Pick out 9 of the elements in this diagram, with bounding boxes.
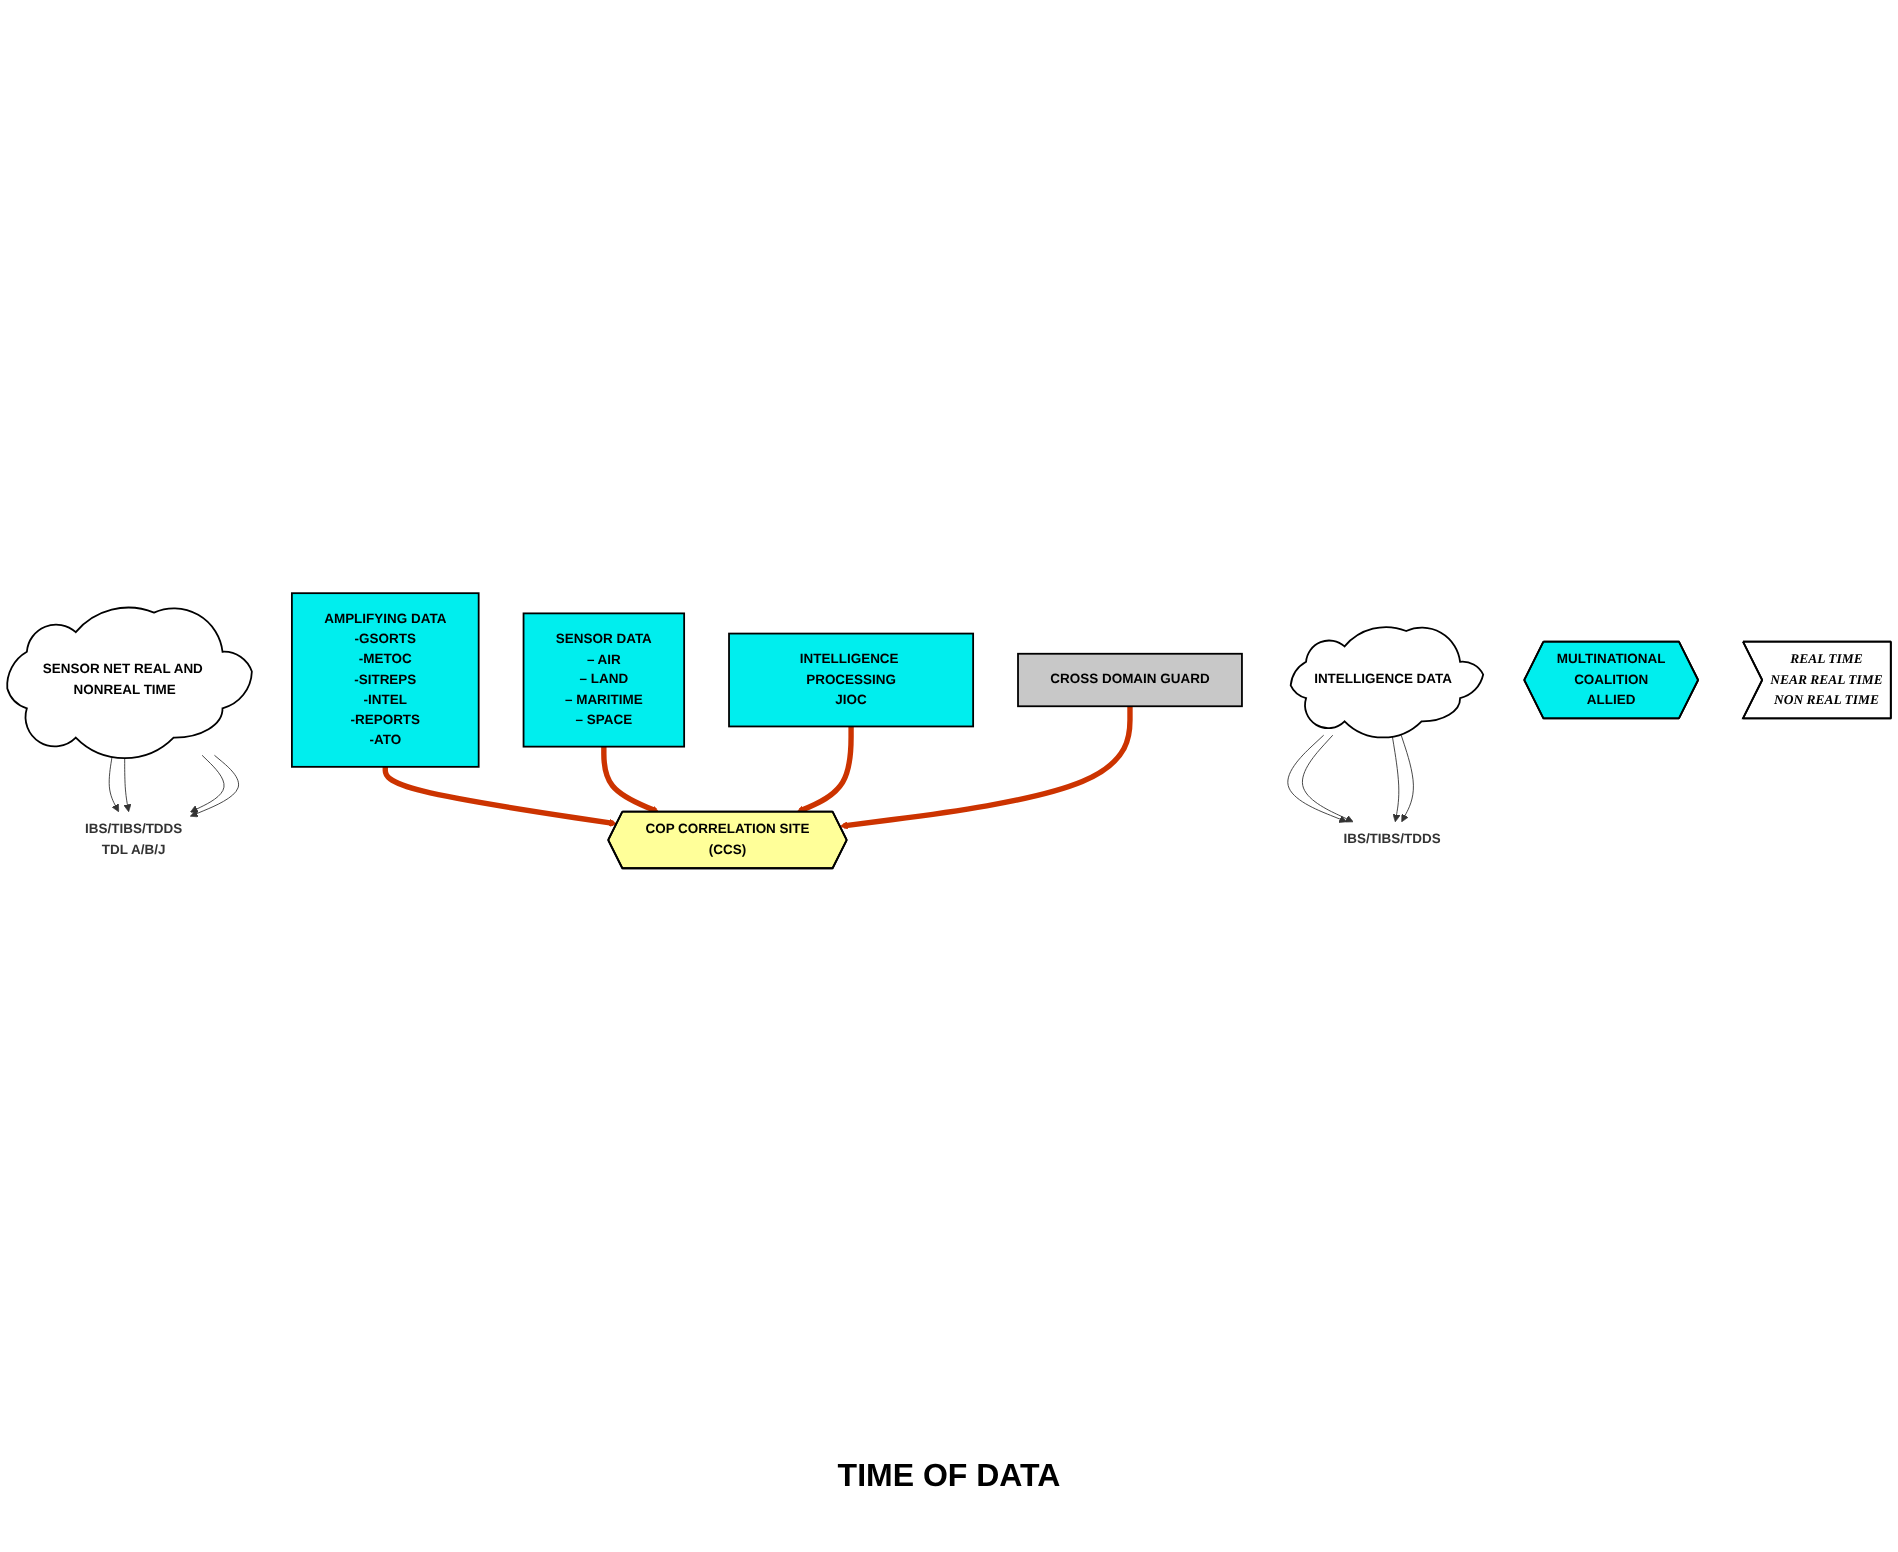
node-box (1017, 652, 1243, 707)
node-box (522, 611, 686, 747)
axis-label: TIME OF DATA (835, 1460, 1063, 1496)
node-box (728, 631, 975, 727)
arrow (601, 745, 660, 813)
arrow (382, 766, 618, 827)
node-box (291, 591, 480, 767)
arrow (839, 705, 1133, 829)
arrow (796, 725, 854, 813)
